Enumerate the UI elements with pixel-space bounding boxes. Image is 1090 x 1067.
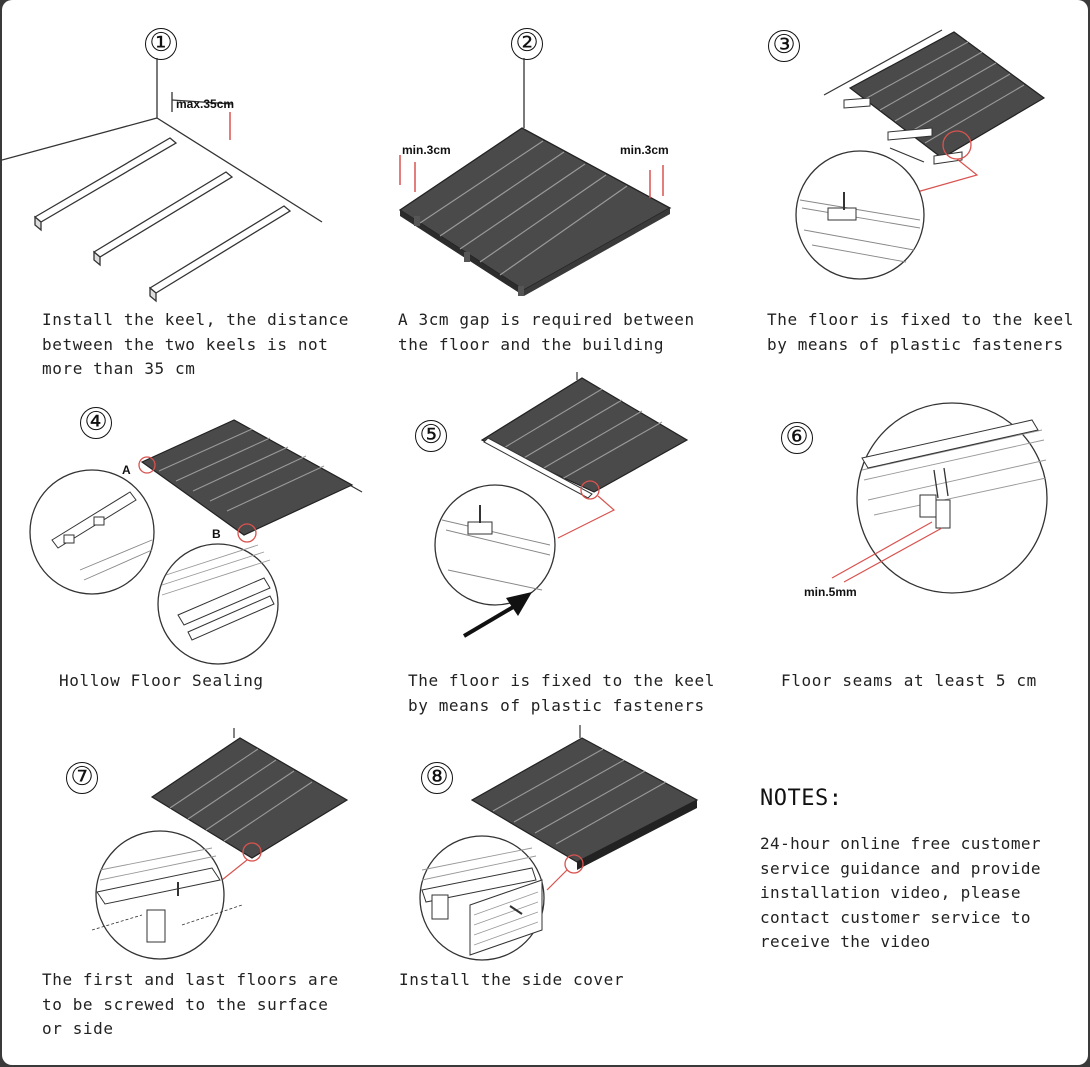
step-6-caption: Floor seams at least 5 cm (781, 671, 1037, 690)
step-6-number: ⑥ (781, 422, 813, 454)
step-2-caption: A 3cm gap is required between the floor … (398, 310, 695, 354)
step-4-label-a: A (122, 463, 131, 477)
step-1-number: ① (145, 28, 177, 60)
notes-body: 24-hour online free customer service gui… (760, 834, 1041, 951)
step-5-caption: The floor is fixed to the keel by means … (408, 671, 715, 715)
step-7-caption: The first and last floors are to be scre… (42, 970, 339, 1038)
step-2-number: ② (511, 28, 543, 60)
step-1-caption: Install the keel, the distance between t… (42, 310, 349, 378)
notes-title: NOTES: (760, 786, 843, 811)
step-3-number: ③ (768, 30, 800, 62)
step-8-caption: Install the side cover (399, 970, 625, 989)
step-5-number: ⑤ (415, 420, 447, 452)
step-4-caption: Hollow Floor Sealing (59, 671, 264, 690)
step-4-label-b: B (212, 527, 221, 541)
step-7-number: ⑦ (66, 762, 98, 794)
step-6-dimension-label: min.5mm (804, 585, 857, 599)
step-2-left-gap-label: min.3cm (402, 143, 451, 157)
step-1-dimension-label: max.35cm (176, 97, 234, 111)
step-3-caption: The floor is fixed to the keel by means … (767, 310, 1074, 354)
step-4-number: ④ (80, 407, 112, 439)
step-8-number: ⑧ (421, 762, 453, 794)
step-2-right-gap-label: min.3cm (620, 143, 669, 157)
